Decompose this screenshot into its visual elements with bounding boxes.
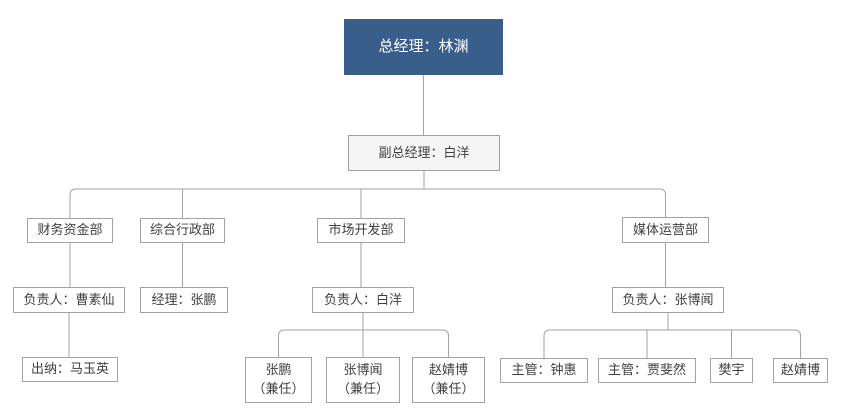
connector-spine-level3 xyxy=(69,188,666,218)
org-node-label: 主管：贾斐然 xyxy=(607,362,686,378)
org-node-media-staff-1[interactable]: 主管：钟惠 xyxy=(500,358,588,383)
org-node-dept-admin[interactable]: 综合行政部 xyxy=(140,218,225,243)
org-node-label: 副总经理：白洋 xyxy=(378,144,470,160)
org-node-label: 赵婧博 xyxy=(428,362,468,378)
org-node-media-staff-3[interactable]: 樊宇 xyxy=(710,358,753,383)
org-node-general-manager[interactable]: 总经理：林渊 xyxy=(344,19,503,75)
org-node-label: 负责人：白洋 xyxy=(323,291,402,307)
org-node-sublabel: （兼任） xyxy=(336,381,389,396)
org-node-label: 赵婧博 xyxy=(780,362,820,378)
org-node-label: 张鹏 xyxy=(265,362,292,378)
org-node-market-staff-1[interactable]: 张鹏 （兼任） xyxy=(245,357,312,403)
org-node-label: 出纳：马玉英 xyxy=(30,361,109,377)
org-node-label: 媒体运营部 xyxy=(632,221,698,237)
org-node-label: 张博闻 xyxy=(343,362,383,378)
org-node-label: 总经理：林渊 xyxy=(378,38,469,56)
org-node-market-lead[interactable]: 负责人：白洋 xyxy=(312,287,414,313)
org-node-market-staff-2[interactable]: 张博闻 （兼任） xyxy=(326,357,400,403)
org-node-label: 负责人：曹素仙 xyxy=(23,291,115,307)
org-node-media-staff-2[interactable]: 主管：贾斐然 xyxy=(598,358,696,383)
org-node-cashier[interactable]: 出纳：马玉英 xyxy=(22,357,118,382)
org-node-label: 经理：张鹏 xyxy=(151,291,217,307)
org-node-label: 樊宇 xyxy=(718,362,745,378)
org-node-sublabel: （兼任） xyxy=(252,381,305,396)
org-node-finance-lead[interactable]: 负责人：曹素仙 xyxy=(13,287,125,313)
org-node-media-lead[interactable]: 负责人：张博闻 xyxy=(612,287,724,313)
org-node-label: 市场开发部 xyxy=(328,222,394,238)
org-node-label: 主管：钟惠 xyxy=(511,362,577,378)
org-node-dept-media[interactable]: 媒体运营部 xyxy=(622,217,709,243)
org-node-dept-market[interactable]: 市场开发部 xyxy=(317,218,405,243)
connector-market-bar xyxy=(278,329,449,357)
org-node-deputy-general-manager[interactable]: 副总经理：白洋 xyxy=(348,135,500,171)
org-node-market-staff-3[interactable]: 赵婧博 （兼任） xyxy=(412,357,485,403)
org-node-media-staff-4[interactable]: 赵婧博 xyxy=(773,358,828,383)
org-node-sublabel: （兼任） xyxy=(422,381,475,396)
org-node-label: 负责人：张博闻 xyxy=(622,291,714,307)
org-node-admin-manager[interactable]: 经理：张鹏 xyxy=(140,287,228,313)
connector-media-bar xyxy=(543,329,801,358)
org-node-label: 财务资金部 xyxy=(37,222,103,238)
org-node-label: 综合行政部 xyxy=(149,222,215,238)
org-node-dept-finance[interactable]: 财务资金部 xyxy=(27,218,113,243)
